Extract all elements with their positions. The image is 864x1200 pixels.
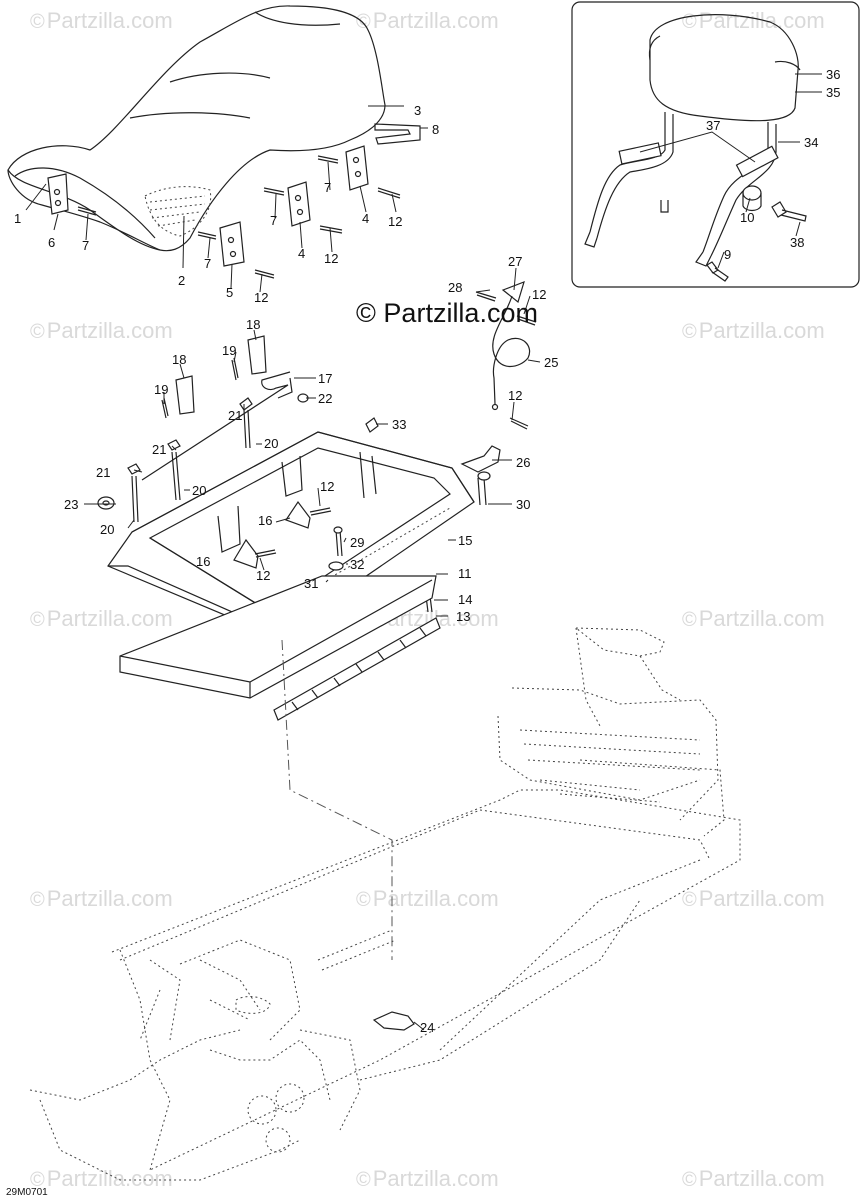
callout-8: 8: [432, 122, 439, 137]
callout-21: 21: [228, 408, 242, 423]
watermark: ©Partzilla.com: [356, 886, 499, 911]
callout-4: 4: [298, 246, 305, 261]
callout-12: 12: [254, 290, 268, 305]
watermark: ©Partzilla.com: [30, 318, 173, 343]
callout-7: 7: [270, 213, 277, 228]
callout-24: 24: [420, 1020, 434, 1035]
callout-18: 18: [172, 352, 186, 367]
backrest-pad: [648, 14, 801, 122]
callout-35: 35: [826, 85, 840, 100]
callout-12: 12: [324, 251, 338, 266]
leader-lines: [25, 73, 822, 1031]
watermark: ©Partzilla.com: [30, 1166, 173, 1191]
watermark: ©Partzilla.com: [356, 8, 499, 33]
callout-38: 38: [790, 235, 804, 250]
watermark: ©Partzilla.com: [682, 886, 825, 911]
callout-7: 7: [204, 256, 211, 271]
watermark: ©Partzilla.com: [682, 318, 825, 343]
diagram-code: 29M0701: [6, 1187, 48, 1198]
callout-31: 31: [304, 576, 318, 591]
callout-17: 17: [318, 371, 332, 386]
callout-20: 20: [100, 522, 114, 537]
callout-20: 20: [192, 483, 206, 498]
latch-hooks-and-springs: [161, 335, 267, 419]
callout-37: 37: [706, 118, 720, 133]
watermark: ©Partzilla.com: [30, 8, 173, 33]
callout-28: 28: [448, 280, 462, 295]
callout-7: 7: [324, 180, 331, 195]
callout-12: 12: [256, 568, 270, 583]
callout-4: 4: [362, 211, 369, 226]
callout-32: 32: [350, 557, 364, 572]
callout-10: 10: [740, 210, 754, 225]
backrest-bolt: [771, 201, 807, 222]
callout-1: 1: [14, 211, 21, 226]
callout-11: 11: [458, 566, 472, 581]
backrest-bushing: [742, 185, 762, 212]
callout-9: 9: [724, 247, 731, 262]
callout-21: 21: [96, 465, 110, 480]
callout-14: 14: [458, 592, 472, 607]
callout-34: 34: [804, 135, 818, 150]
callout-12: 12: [320, 479, 334, 494]
seat-cushion: [7, 5, 386, 252]
mounting-rail: [273, 617, 441, 721]
seat-latch-plates: [47, 145, 369, 267]
cable-bracket: [460, 445, 501, 506]
callout-22: 22: [318, 391, 332, 406]
callout-23: 23: [64, 497, 78, 512]
callout-12: 12: [388, 214, 402, 229]
backrest-lower-bolt: [706, 261, 729, 282]
callout-33: 33: [392, 417, 406, 432]
callout-16: 16: [258, 513, 272, 528]
brand-copyright: © Partzilla.com: [356, 298, 538, 328]
callout-labels: 1 2 3 4 4 5 6 7 7 7 7 8 9 10 11 12 12 12…: [14, 67, 840, 1035]
backrest-inset-frame: [571, 1, 860, 288]
watermark: ©Partzilla.com: [30, 886, 173, 911]
callout-12: 12: [532, 287, 546, 302]
seat-base-tray: [107, 431, 475, 635]
callout-6: 6: [48, 235, 55, 250]
callout-26: 26: [516, 455, 530, 470]
watermark: ©Partzilla.com: [356, 1166, 499, 1191]
floor-panel: [119, 575, 437, 699]
callout-2: 2: [178, 273, 185, 288]
callout-16: 16: [196, 554, 210, 569]
chassis-frame: [29, 627, 741, 1181]
callout-27: 27: [508, 254, 522, 269]
backrest-frame-tube: [584, 112, 779, 267]
callout-18: 18: [246, 317, 260, 332]
callout-5: 5: [226, 285, 233, 300]
callout-7: 7: [82, 238, 89, 253]
callout-36: 36: [826, 67, 840, 82]
watermark: ©Partzilla.com: [682, 606, 825, 631]
seat-strap: [374, 123, 421, 145]
callout-12: 12: [508, 388, 522, 403]
seat-screws: [77, 155, 401, 279]
seat-release-cable: [475, 281, 537, 430]
callout-29: 29: [350, 535, 364, 550]
callout-19: 19: [222, 343, 236, 358]
callout-13: 13: [456, 609, 470, 624]
callout-21: 21: [152, 442, 166, 457]
callout-19: 19: [154, 382, 168, 397]
alignment-line: [281, 639, 393, 960]
callout-20: 20: [264, 436, 278, 451]
callout-30: 30: [516, 497, 530, 512]
rod-hardware: [97, 397, 253, 523]
watermark: ©Partzilla.com: [30, 606, 173, 631]
watermark: ©Partzilla.com: [682, 1166, 825, 1191]
callout-3: 3: [414, 103, 421, 118]
callout-25: 25: [544, 355, 558, 370]
callout-15: 15: [458, 533, 472, 548]
